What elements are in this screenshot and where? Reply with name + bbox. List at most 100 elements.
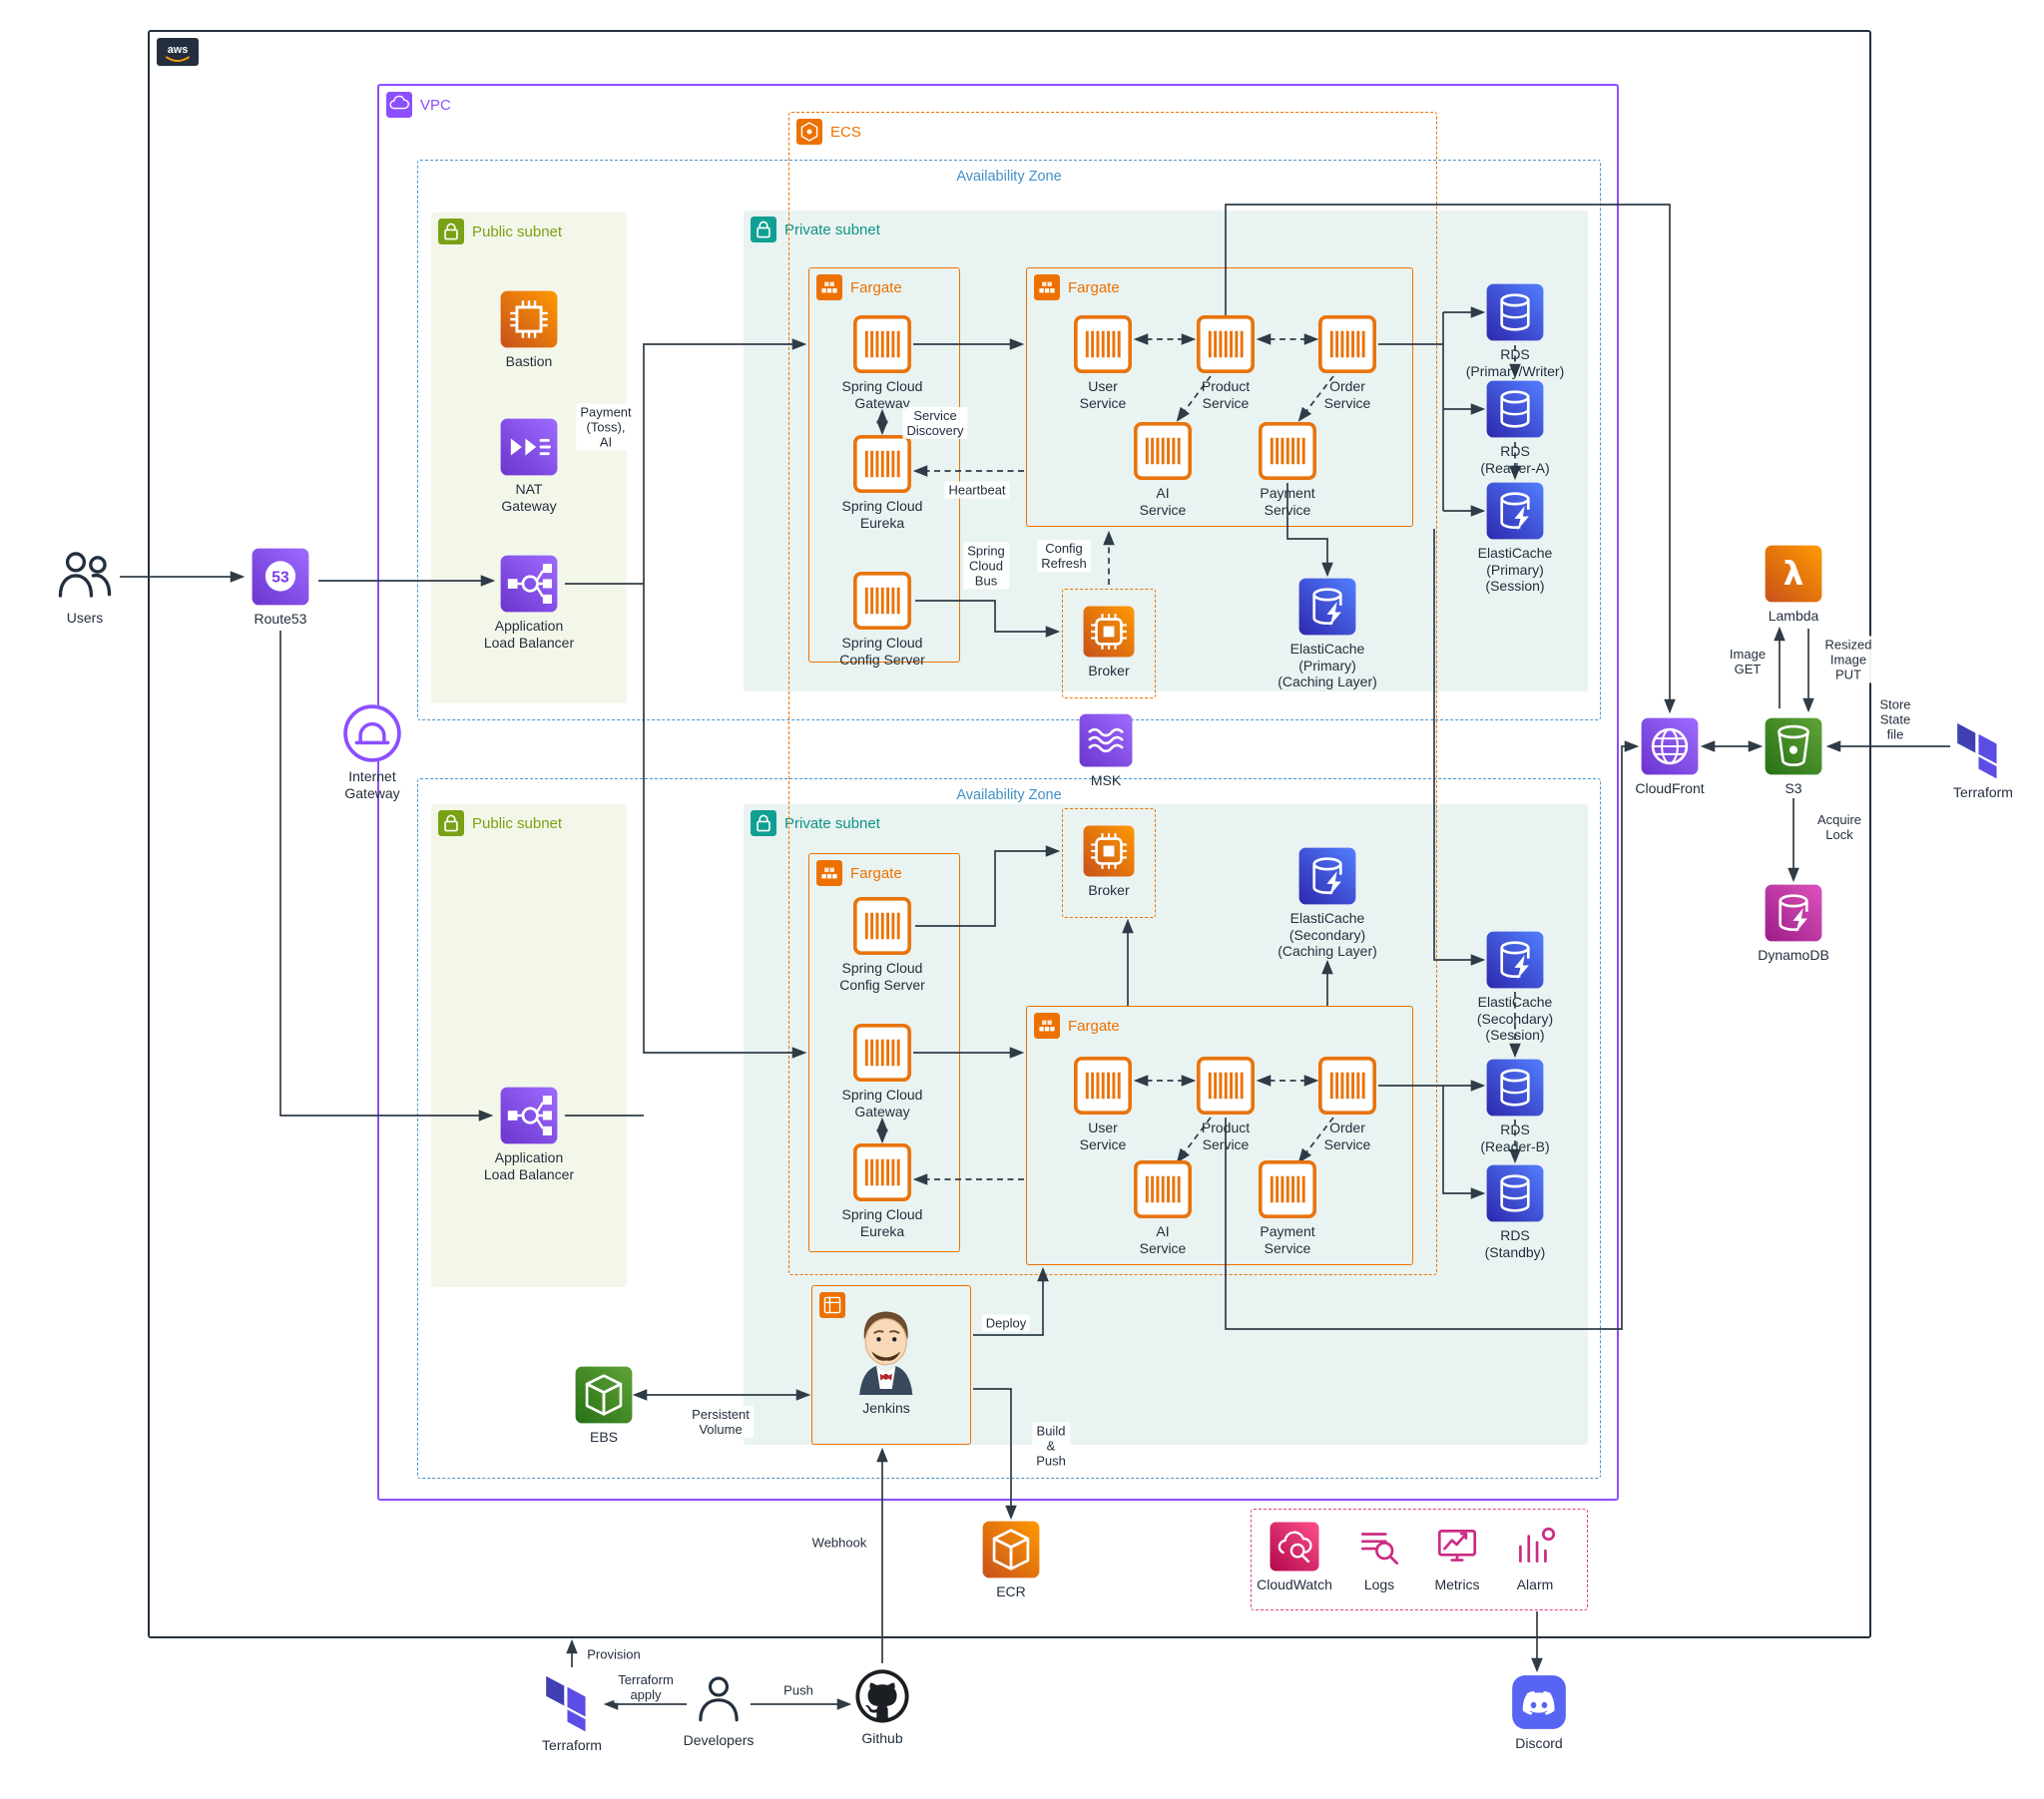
discord-node: Discord: [1461, 1674, 1617, 1752]
container-icon: [1259, 422, 1316, 480]
cloudfront-icon: [1641, 717, 1699, 775]
dynamodb-icon: [1765, 884, 1822, 942]
lambda-label: Lambda: [1768, 608, 1819, 624]
payment-service-2-label: Payment Service: [1260, 1223, 1315, 1256]
rds-primary-label: RDS (Primary/Writer): [1465, 346, 1565, 379]
cloudfront-node: CloudFront: [1592, 717, 1748, 797]
vpc-header: VPC: [386, 92, 451, 118]
container-icon: [853, 315, 911, 373]
elasticache-icon: [1486, 482, 1544, 540]
github-label: Github: [861, 1730, 903, 1746]
alarm-label: Alarm: [1516, 1576, 1554, 1592]
product-service-1-node: Product Service: [1148, 315, 1303, 411]
elasticache-caching-secondary-label: ElastiCache (Secondary) (Caching Layer): [1278, 910, 1377, 960]
edge-label: Heartbeat: [944, 481, 1010, 499]
jenkins-node: Jenkins: [808, 1303, 964, 1417]
rds-reader-a-label: RDS (Reader-A): [1480, 443, 1550, 476]
broker-1-label: Broker: [1088, 663, 1130, 678]
ecs-task-icon: [819, 1292, 845, 1318]
edge-label: Provision: [583, 1645, 645, 1663]
edge-label: Service Discovery: [902, 406, 968, 440]
ecs-header: ECS: [796, 119, 861, 145]
logs-icon: [1354, 1522, 1404, 1572]
dynamodb-label: DynamoDB: [1758, 947, 1829, 963]
aws-cloud-header: aws: [157, 38, 199, 66]
ai-service-2-node: AI Service: [1085, 1160, 1241, 1256]
edge-label: Image GET: [1725, 645, 1771, 678]
edge-label: Store State file: [1875, 695, 1915, 743]
elasticache-caching-secondary-node: ElastiCache (Secondary) (Caching Layer): [1250, 847, 1405, 960]
spring-cloud-gateway-2-label: Spring Cloud Gateway: [841, 1087, 923, 1120]
spring-cloud-gateway-1-label: Spring Cloud Gateway: [841, 378, 923, 411]
developers-node: Developers: [641, 1669, 796, 1749]
vpc-icon: [386, 92, 412, 118]
edge-label: Acquire Lock: [1812, 810, 1866, 844]
product-service-2-label: Product Service: [1201, 1120, 1251, 1152]
elasticache-caching-primary-node: ElastiCache (Primary) (Caching Layer): [1250, 578, 1405, 690]
broker-box-1-group: [1062, 589, 1156, 698]
container-icon: [853, 1143, 911, 1201]
private-subnet-1-label: Private subnet: [784, 221, 880, 238]
ebs-node: EBS: [526, 1366, 682, 1446]
fargate-1b-header: Fargate: [1034, 274, 1120, 300]
lock-green-icon: [438, 219, 464, 244]
private-subnet-2-label: Private subnet: [784, 814, 880, 832]
person-icon: [690, 1669, 748, 1727]
route53-label: Route53: [254, 611, 307, 627]
availability-zone-1-label: Availability Zone: [956, 169, 1062, 185]
elasticache-icon: [1298, 578, 1356, 636]
lock-teal-icon: [751, 217, 776, 242]
fargate-2b-label: Fargate: [1068, 1017, 1120, 1035]
edge-label: Resized Image PUT: [1820, 636, 1876, 683]
ebs-label: EBS: [589, 1429, 618, 1445]
rds-standby-label: RDS (Standby): [1484, 1227, 1546, 1260]
spring-cloud-eureka-1-node: Spring Cloud Eureka: [804, 435, 960, 531]
bastion-label: Bastion: [505, 353, 553, 369]
spring-cloud-config-server-2-node: Spring Cloud Config Server: [804, 897, 960, 993]
elasticache-session-secondary-node: ElastiCache (Secondary) (Session): [1437, 931, 1593, 1044]
terraform-icon: [1952, 717, 2014, 779]
rds-reader-a-node: RDS (Reader-A): [1437, 380, 1593, 476]
broker-1-node: Broker: [1031, 606, 1187, 679]
developers-label: Developers: [683, 1732, 755, 1748]
rds-standby-node: RDS (Standby): [1437, 1164, 1593, 1260]
fargate-icon: [1034, 274, 1060, 300]
order-service-1-label: Order Service: [1323, 378, 1371, 411]
s3-icon: [1765, 717, 1822, 775]
users-label: Users: [66, 610, 104, 626]
product-service-2-node: Product Service: [1148, 1057, 1303, 1152]
user-service-1-node: User Service: [1025, 315, 1181, 411]
ecr-icon: [982, 1521, 1040, 1578]
rds-icon: [1486, 1059, 1544, 1117]
availability-zone-2-header: Availability Zone: [418, 787, 1600, 803]
awslogo-icon: aws: [157, 38, 199, 66]
fargate-icon: [1034, 1013, 1060, 1039]
public-subnet-2-label: Public subnet: [472, 814, 563, 832]
discord-icon: [1511, 1674, 1567, 1730]
alb-1-node: Application Load Balancer: [451, 555, 607, 651]
container-icon: [853, 897, 911, 955]
logs-node: Logs: [1301, 1522, 1457, 1593]
ebs-icon: [575, 1366, 633, 1424]
internet-gateway-node: Internet Gateway: [294, 703, 450, 801]
fargate-1a-header: Fargate: [816, 274, 902, 300]
msk-label: MSK: [1090, 772, 1122, 788]
cloudwatch-icon: [1270, 1522, 1319, 1572]
edge-label: Webhook: [807, 1534, 871, 1552]
cloudfront-label: CloudFront: [1635, 780, 1705, 796]
order-service-1-node: Order Service: [1270, 315, 1425, 411]
container-icon: [1318, 1057, 1376, 1115]
alb-2-label: Application Load Balancer: [483, 1149, 575, 1182]
ecs-icon: [796, 119, 822, 145]
fargate-2b-group: Fargate: [1026, 1006, 1413, 1265]
terraform-iac-node: Terraform: [494, 1670, 650, 1754]
svg-text:λ: λ: [1784, 555, 1804, 593]
route53-icon: 53: [252, 548, 309, 606]
payment-service-1-node: Payment Service: [1210, 422, 1365, 518]
alb-1-label: Application Load Balancer: [483, 618, 575, 651]
container-icon: [853, 1024, 911, 1082]
fargate-2a-label: Fargate: [850, 864, 902, 882]
rds-reader-b-node: RDS (Reader-B): [1437, 1059, 1593, 1154]
